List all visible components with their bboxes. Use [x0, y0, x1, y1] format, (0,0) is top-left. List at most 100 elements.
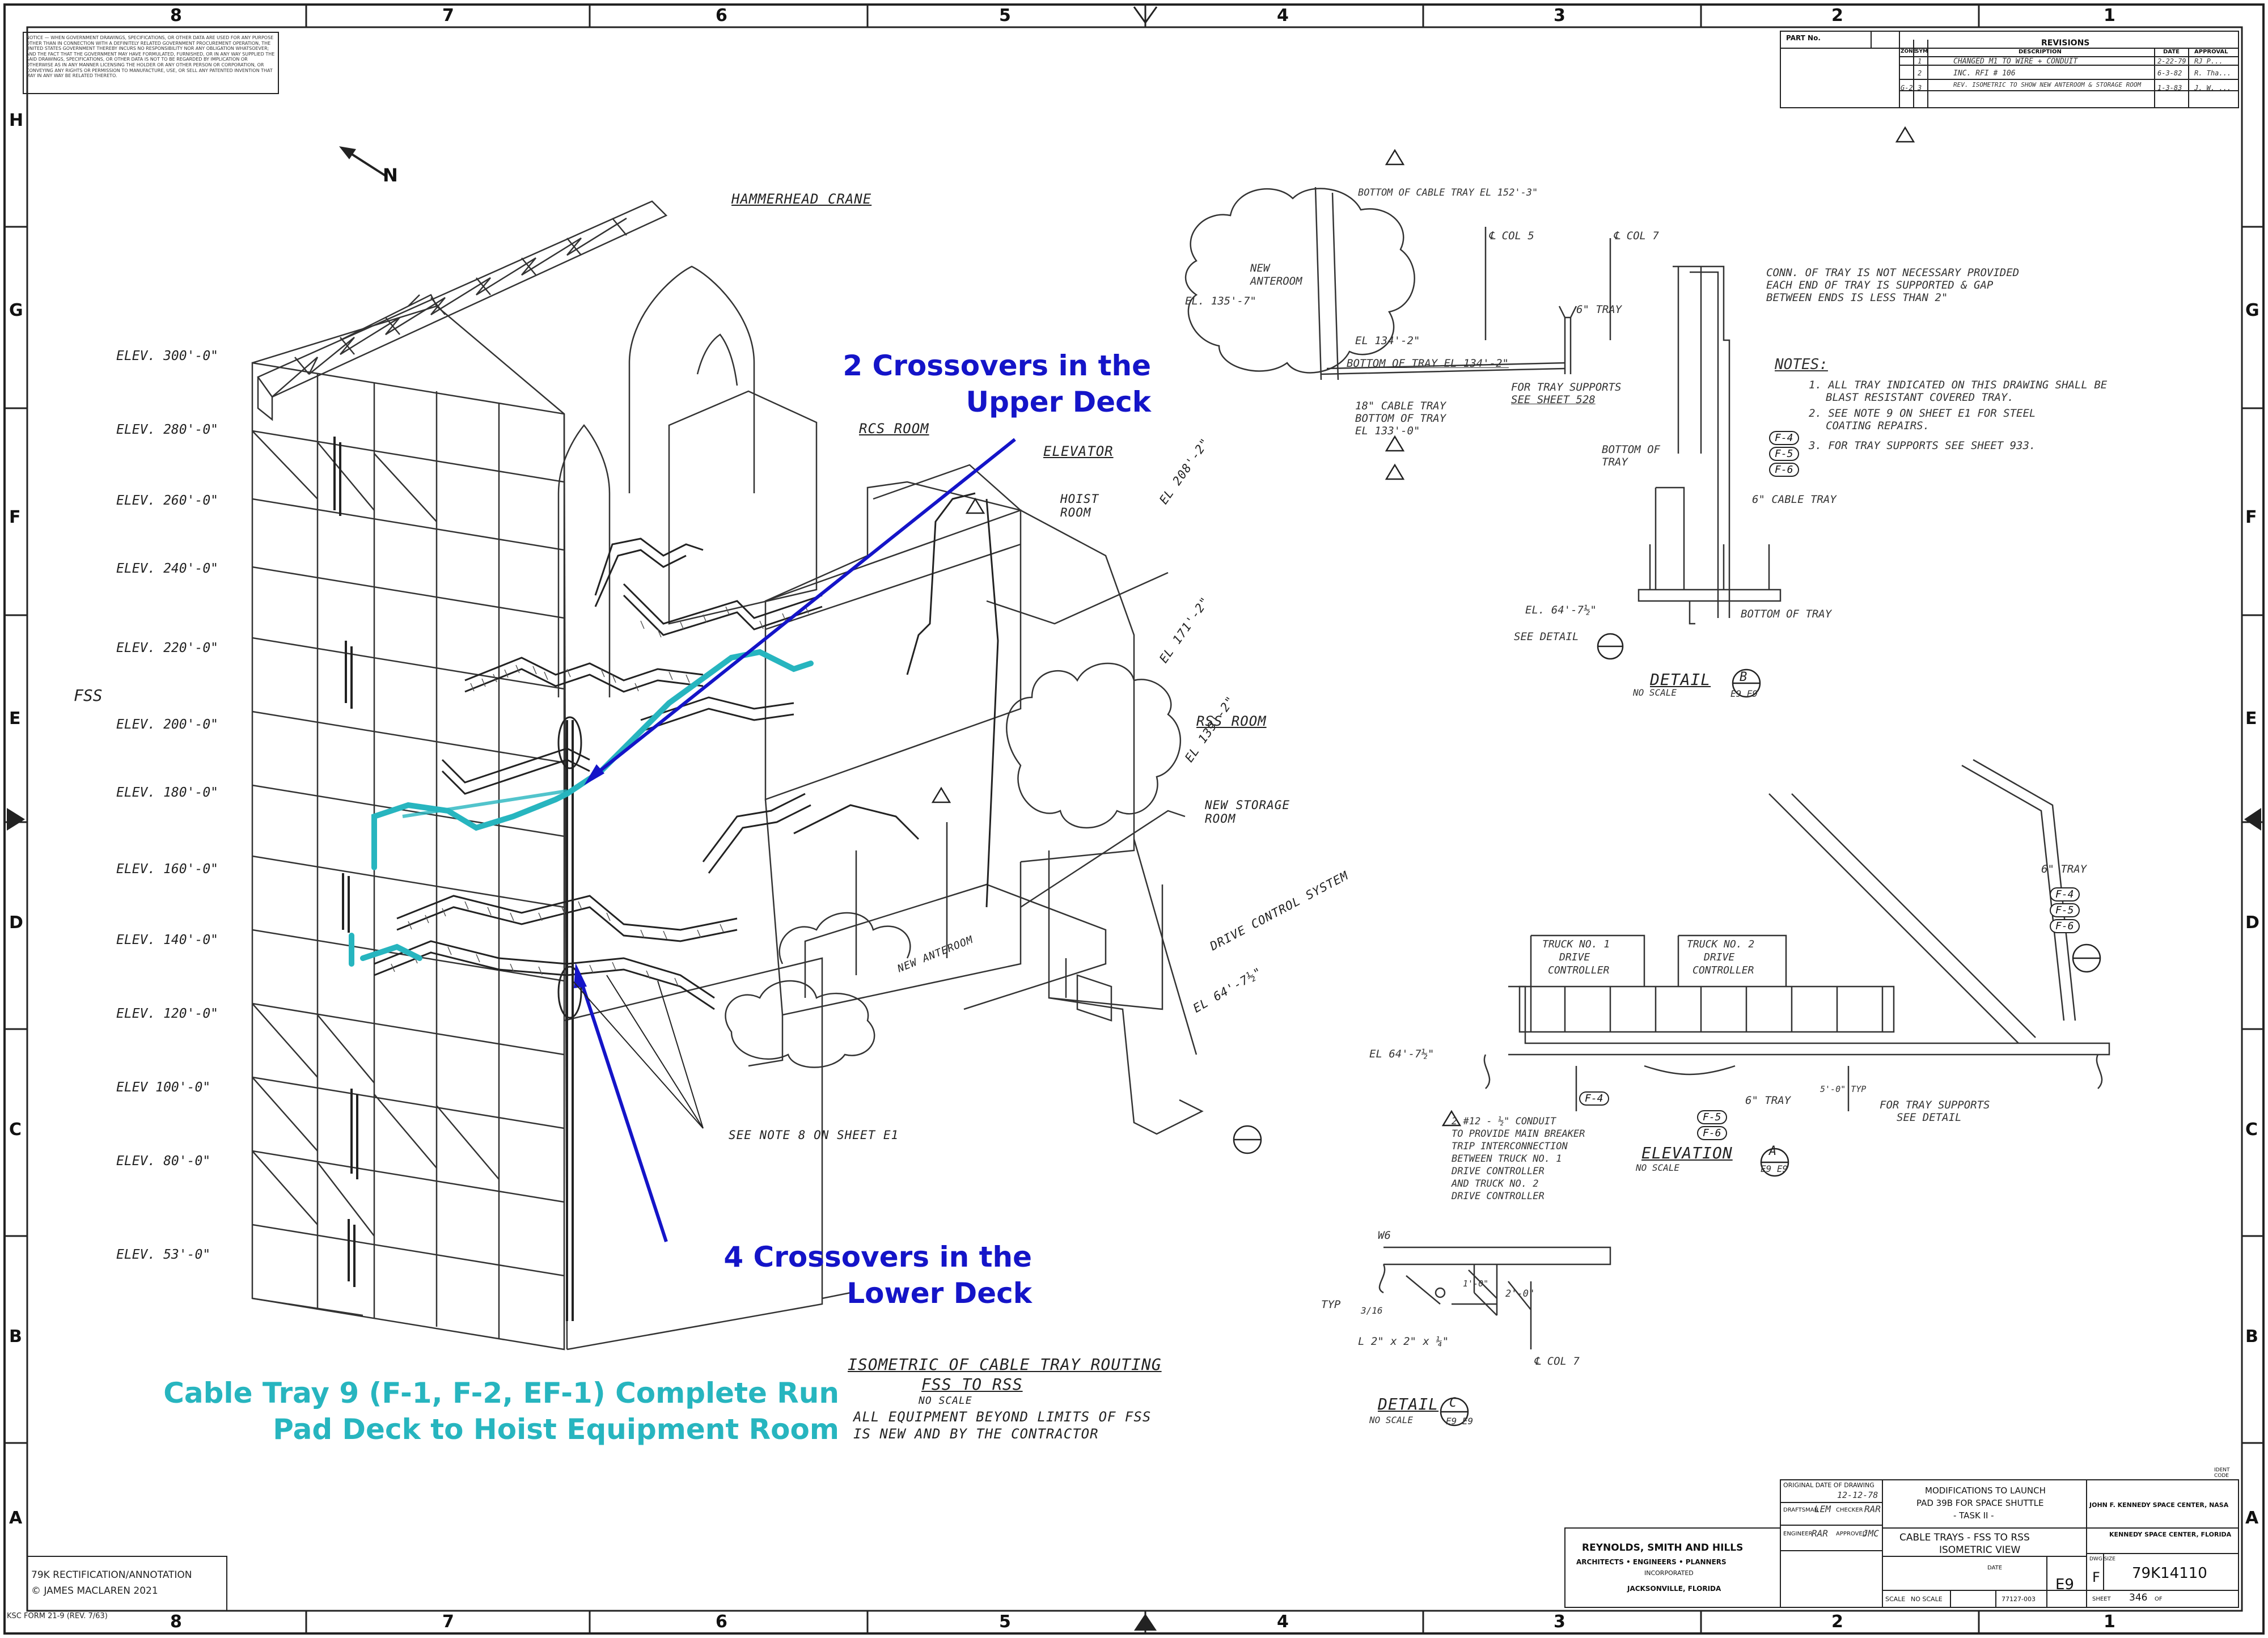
- footer-copyright: © JAMES MACLAREN 2021: [31, 1585, 158, 1597]
- detail-b-conn-1: CONN. OF TRAY IS NOT NECESSARY PROVIDED: [1766, 266, 2020, 279]
- annotation-lower-line-2: Lower Deck: [847, 1277, 1032, 1310]
- tb-drafter: LEM: [1814, 1504, 1831, 1514]
- tb-project-3: - TASK II -: [1953, 1510, 1994, 1521]
- north-label: N: [383, 164, 398, 186]
- detail-b-18-tray-3: EL 133'-0": [1355, 425, 1420, 437]
- detail-b-el-135: EL. 135'-7": [1185, 295, 1256, 307]
- tb-approved-label: APPROVED: [1836, 1531, 1867, 1537]
- zone-row-a: A: [9, 1508, 23, 1528]
- elev-a-el-64: EL 64'-7½": [1369, 1048, 1435, 1060]
- annotation-upper-line-2: Upper Deck: [966, 386, 1151, 418]
- tb-sheet-num: 346: [2129, 1592, 2148, 1603]
- tray-tag-f5: F-5: [1769, 447, 1799, 461]
- detail-b-title: DETAIL: [1650, 670, 1711, 689]
- detail-c-title: DETAIL: [1378, 1395, 1439, 1413]
- elev-300: ELEV. 300'-0": [116, 349, 219, 363]
- tb-drawing-title-2: ISOMETRIC VIEW: [1939, 1544, 2021, 1556]
- tb-firm-4: JACKSONVILLE, FLORIDA: [1627, 1585, 1721, 1593]
- zone-row-e: E: [9, 709, 21, 729]
- footer-form: KSC FORM 21-9 (REV. 7/63): [7, 1612, 108, 1620]
- zone-col-7-bottom: 7: [442, 1612, 454, 1632]
- label-new-storage-2: ROOM: [1205, 812, 1236, 826]
- annotation-upper-deck: 2 Crossovers in the Upper Deck: [720, 348, 1151, 420]
- detail-b-new-2: ANTEROOM: [1250, 275, 1302, 287]
- elev-180: ELEV. 180'-0": [116, 785, 219, 800]
- revision-2-appr: R. Tha...: [2194, 69, 2232, 77]
- detail-b-el-134: EL 134'-2": [1355, 335, 1420, 347]
- note-1b: BLAST RESISTANT COVERED TRAY.: [1826, 391, 2014, 404]
- revision-2-date: 6-3-82: [2157, 69, 2182, 77]
- label-see-note-8: SEE NOTE 8 ON SHEET E1: [729, 1128, 899, 1142]
- zone-col-7-top: 7: [442, 6, 454, 26]
- tb-original-date-label: ORIGINAL DATE OF DRAWING: [1783, 1482, 1875, 1489]
- tb-approved: JMC: [1863, 1528, 1879, 1539]
- detail-b-see-detail: SEE DETAIL: [1514, 630, 1579, 643]
- zone-col-3-bottom: 3: [1554, 1612, 1565, 1632]
- detail-c-angle: L 2" x 2" x ¼": [1358, 1335, 1449, 1348]
- elev-a-conduit-7: DRIVE CONTROLLER: [1452, 1191, 1545, 1202]
- zone-col-5-top: 5: [999, 6, 1011, 26]
- footer-rectification: 79K RECTIFICATION/ANNOTATION: [31, 1569, 192, 1581]
- detail-c-ref: E9 E9: [1446, 1416, 1474, 1427]
- tb-ident-label: IDENT CODE: [2214, 1467, 2230, 1479]
- elev-a-conduit-6: AND TRUCK NO. 2: [1452, 1178, 1539, 1190]
- tb-date-label: DATE: [1987, 1565, 2003, 1571]
- tb-firm-3: INCORPORATED: [1644, 1569, 1694, 1577]
- zone-row-c: C: [9, 1120, 22, 1140]
- elev-a-scale: NO SCALE: [1636, 1162, 1680, 1173]
- elev-240: ELEV. 240'-0": [116, 561, 219, 576]
- zone-row-e-right: E: [2245, 709, 2257, 729]
- revisions-col-date: DATE: [2163, 49, 2180, 55]
- elev-a-truck1-1: TRUCK NO. 1: [1542, 938, 1610, 950]
- elev-a-truck2-1: TRUCK NO. 2: [1687, 938, 1755, 950]
- elev-a-conduit-3: TRIP INTERCONNECTION: [1452, 1141, 1568, 1152]
- isometric-note-1: ALL EQUIPMENT BEYOND LIMITS OF FSS: [853, 1409, 1152, 1425]
- detail-b-new-1: NEW: [1250, 262, 1270, 274]
- label-rcs-room: RCS ROOM: [859, 421, 929, 437]
- zone-col-4-top: 4: [1277, 6, 1289, 26]
- annotation-cable-tray-9: Cable Tray 9 (F-1, F-2, EF-1) Complete R…: [102, 1375, 839, 1447]
- elev-a-truck1-3: CONTROLLER: [1548, 964, 1610, 976]
- annotation-lower-line-1: 4 Crossovers in the: [723, 1241, 1032, 1273]
- tb-engineer-label: ENGINEER: [1783, 1531, 1813, 1537]
- detail-b-scale: NO SCALE: [1633, 687, 1677, 698]
- revision-3-date: 1-3-83: [2157, 84, 2182, 92]
- zone-col-1-bottom: 1: [2104, 1612, 2115, 1632]
- zone-row-g: G: [9, 300, 23, 320]
- revisions-col-zone: ZONE: [1901, 49, 1916, 54]
- note-2b: COATING REPAIRS.: [1826, 420, 1930, 432]
- zone-col-6-top: 6: [716, 6, 727, 26]
- tb-size: F: [2092, 1569, 2100, 1585]
- notes-heading: NOTES:: [1775, 356, 1828, 373]
- elev-80: ELEV. 80'-0": [116, 1154, 211, 1169]
- detail-b-bottom-of-1: BOTTOM OF: [1602, 443, 1660, 456]
- tb-dwg-no: 79K14110: [2132, 1565, 2207, 1582]
- annotation-upper-line-1: 2 Crossovers in the: [843, 349, 1151, 382]
- annotation-cable-line-2: Pad Deck to Hoist Equipment Room: [273, 1413, 839, 1446]
- elev-280: ELEV. 280'-0": [116, 422, 219, 437]
- note-3: 3. FOR TRAY SUPPORTS SEE SHEET 933.: [1809, 439, 2036, 452]
- tb-sheet-id: E9: [2055, 1576, 2074, 1593]
- zone-row-a-right: A: [2245, 1508, 2259, 1528]
- isometric-scale: NO SCALE: [919, 1395, 972, 1407]
- tb-original-date: 12-12-78: [1837, 1490, 1878, 1500]
- tb-sheet-label: SHEET: [2092, 1596, 2111, 1602]
- zone-row-f: F: [9, 507, 21, 527]
- label-rss-room: RSS ROOM: [1196, 713, 1267, 729]
- revision-3-desc: REV. ISOMETRIC TO SHOW NEW ANTEROOM & ST…: [1953, 81, 2142, 88]
- tb-job-no: 77127-003: [2002, 1595, 2036, 1603]
- revision-2-sym: 2: [1918, 69, 1922, 77]
- tb-firm-1: REYNOLDS, SMITH AND HILLS: [1582, 1542, 1744, 1554]
- detail-b-conn-3: BETWEEN ENDS IS LESS THAN 2": [1766, 291, 1948, 304]
- isometric-subtitle: FSS TO RSS: [921, 1375, 1023, 1394]
- detail-b-supports-1: FOR TRAY SUPPORTS: [1511, 381, 1622, 393]
- detail-c-dim-2: 2'-0": [1505, 1288, 1535, 1300]
- detail-b-18-tray-1: 18" CABLE TRAY: [1355, 400, 1446, 412]
- elev-a-truck1-2: DRIVE: [1559, 951, 1590, 963]
- fss-label: FSS: [74, 686, 103, 705]
- tb-center-2: KENNEDY SPACE CENTER, FLORIDA: [2109, 1531, 2232, 1538]
- zone-row-d: D: [9, 913, 23, 933]
- elev-a-supports-1: FOR TRAY SUPPORTS: [1880, 1099, 1990, 1111]
- tb-center-1: JOHN F. KENNEDY SPACE CENTER, NASA: [2089, 1501, 2229, 1509]
